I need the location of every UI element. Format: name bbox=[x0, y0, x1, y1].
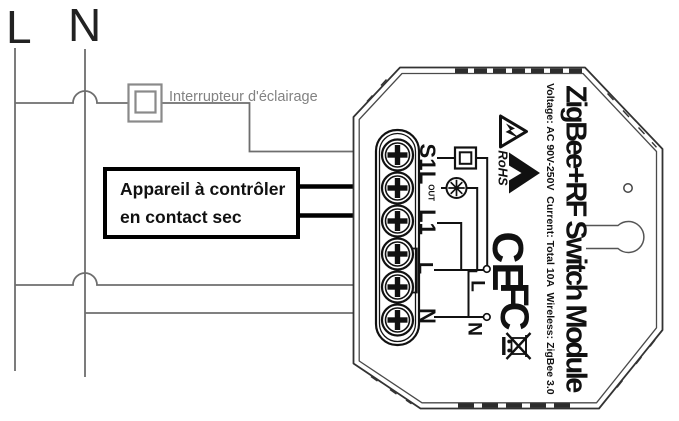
terminal-label-l1: L1 bbox=[415, 209, 440, 235]
vent-slots-top bbox=[455, 68, 582, 74]
screw-terminal-n bbox=[380, 303, 415, 337]
supply-live-label: L bbox=[6, 1, 32, 53]
screw-terminal-l-b bbox=[380, 270, 415, 304]
dry-contact-wires bbox=[298, 184, 359, 218]
screw-terminal-lout bbox=[380, 171, 415, 205]
terminal-label-lout-suffix: OUT bbox=[426, 184, 436, 202]
l-terminal-bracket bbox=[412, 247, 418, 294]
live-node bbox=[482, 264, 491, 274]
edge-notches bbox=[366, 79, 658, 405]
module-specs-text: Voltage: AC 90V-250V Current: Total 10A … bbox=[544, 83, 557, 395]
internal-schematic bbox=[412, 146, 491, 322]
fcc-mark: FC bbox=[492, 282, 536, 326]
module-title: ZigBee+RF Switch Module bbox=[559, 85, 592, 391]
dry-contact-box: Appareil à contrôler en contact sec bbox=[103, 167, 300, 239]
terminal-label-l-out: LOUT bbox=[415, 170, 440, 202]
dry-contact-line1: Appareil à contrôler bbox=[120, 179, 286, 199]
terminal-label-l1-text: L1 bbox=[415, 209, 440, 235]
lamp-icon bbox=[445, 177, 468, 199]
neutral-node-text: N bbox=[463, 322, 485, 336]
terminal-label-l-text: L bbox=[414, 261, 436, 275]
mounting-keyhole bbox=[586, 220, 645, 254]
terminal-label-s1: S1 bbox=[415, 143, 440, 171]
rohs-label: RoHS bbox=[495, 150, 511, 186]
screw-terminal-s1 bbox=[380, 138, 415, 172]
terminal-label-n: N bbox=[415, 308, 440, 324]
supply-neutral-label: N bbox=[68, 0, 102, 51]
neutral-node bbox=[482, 312, 491, 322]
live-to-module-wire bbox=[15, 272, 359, 286]
neutral-node-label: N bbox=[463, 322, 485, 336]
screw-terminal-l1 bbox=[380, 204, 415, 238]
screw-hole bbox=[623, 183, 633, 193]
module-outline-outer bbox=[352, 66, 664, 410]
live-to-switch-wire bbox=[15, 90, 128, 104]
switch-to-module-wire bbox=[162, 102, 359, 153]
terminal-label-lout-text: L bbox=[415, 170, 440, 185]
mains-wires bbox=[14, 48, 359, 377]
wall-switch-icon bbox=[127, 83, 163, 123]
screw-terminals bbox=[380, 138, 415, 337]
rohs-text: RoHS bbox=[495, 150, 511, 186]
module-outline-inner bbox=[358, 72, 658, 404]
terminal-label-s1-text: S1 bbox=[415, 143, 440, 171]
module-body bbox=[352, 66, 664, 410]
electric-shock-warning-icon bbox=[499, 114, 528, 149]
terminal-label-l: L bbox=[414, 261, 436, 275]
check-chevron-icon bbox=[509, 152, 540, 194]
fcc-text: FC bbox=[492, 282, 536, 326]
terminal-label-n-text: N bbox=[415, 308, 440, 324]
dry-contact-line2: en contact sec bbox=[120, 207, 242, 227]
module-title-text: ZigBee+RF Switch Module bbox=[559, 85, 592, 391]
vent-slots-bottom bbox=[458, 403, 570, 408]
light-switch-label: Interrupteur d'éclairage bbox=[169, 89, 318, 105]
screw-terminal-l-a bbox=[380, 237, 415, 271]
crossed-out-bin-icon bbox=[502, 332, 532, 360]
